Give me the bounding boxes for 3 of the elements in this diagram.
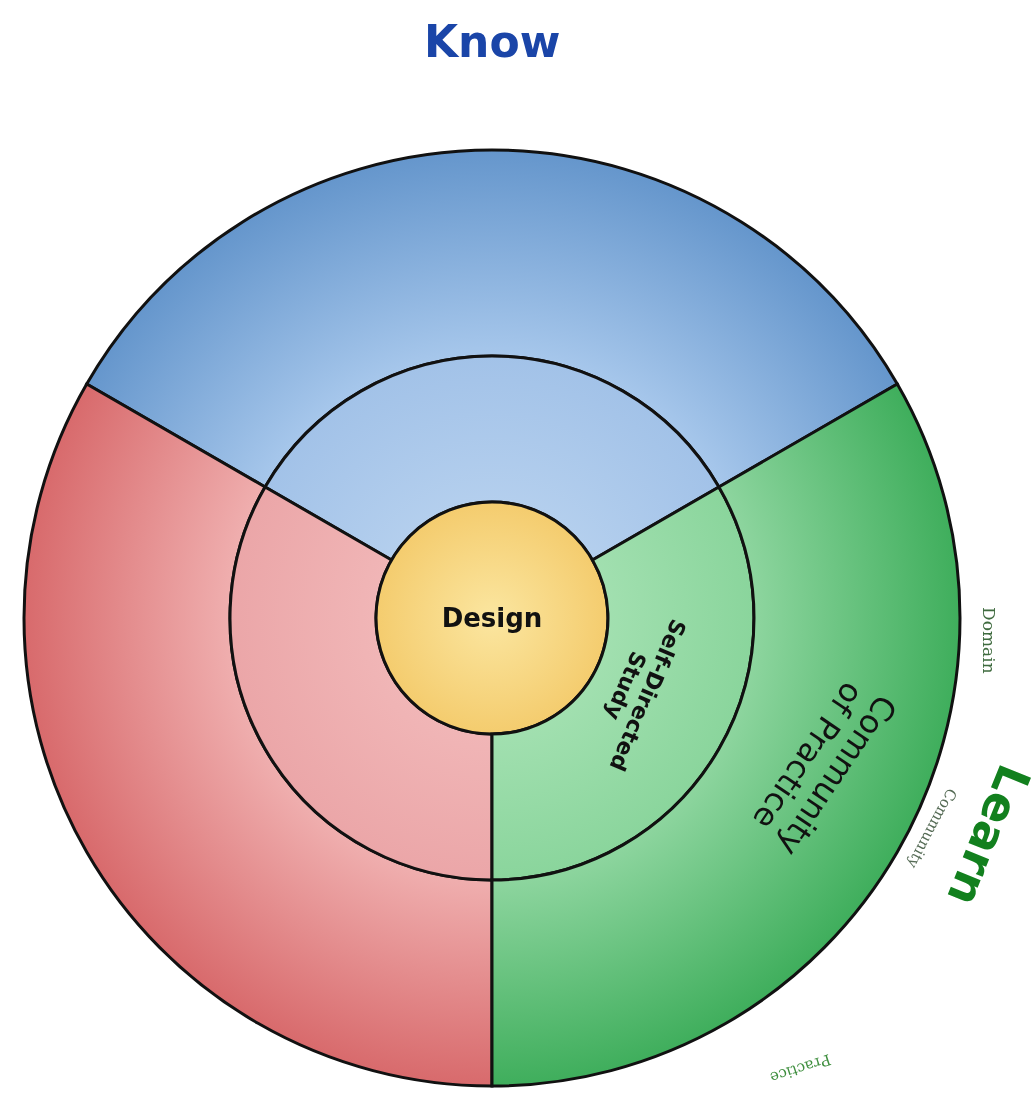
heading: Know xyxy=(424,18,561,67)
outer-label: Domain xyxy=(978,606,998,674)
segment-label: Design xyxy=(440,603,544,633)
